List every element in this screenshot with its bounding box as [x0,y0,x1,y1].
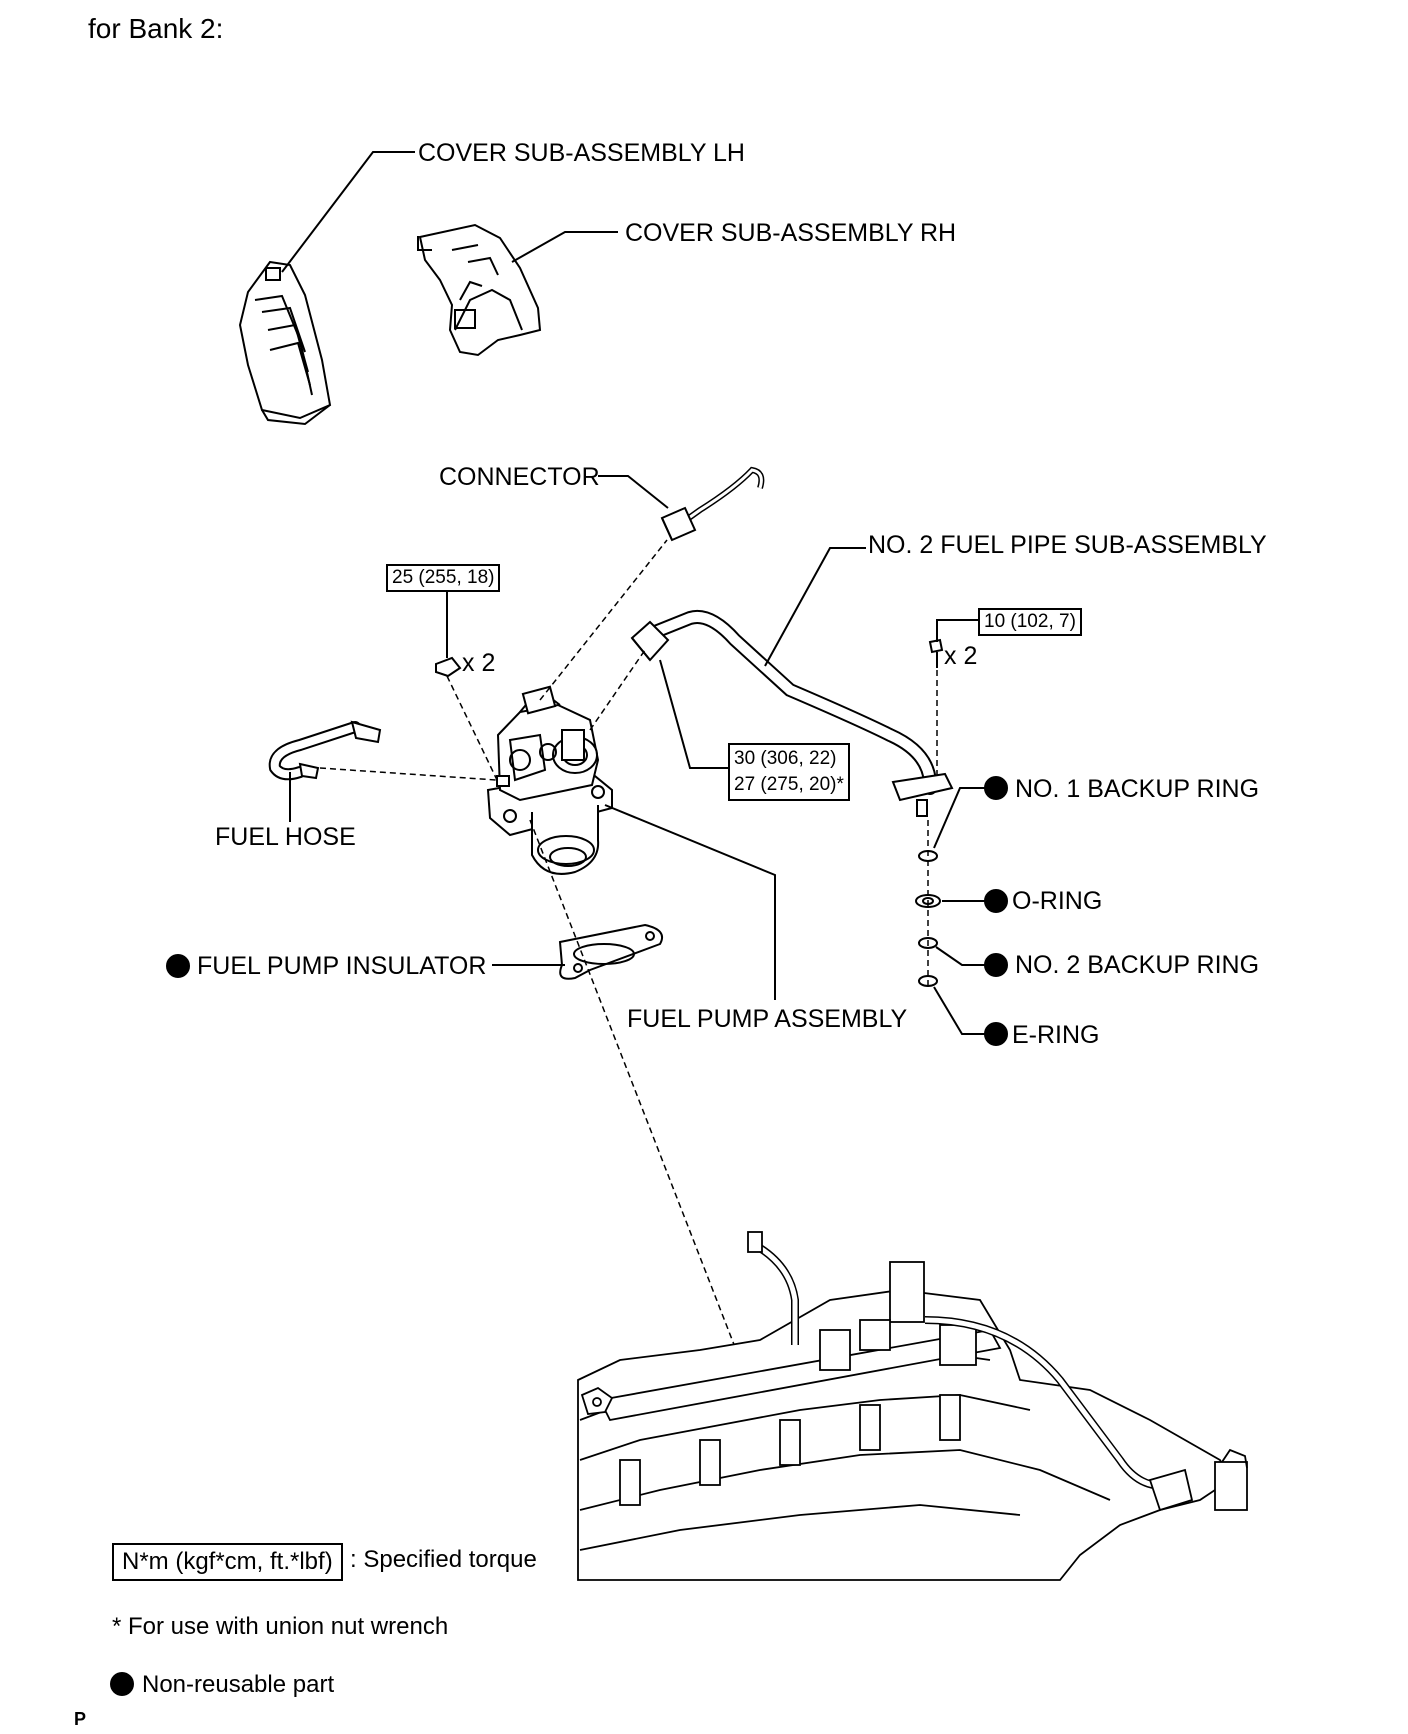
fuel-pipe-drawing [630,610,954,817]
pump-nut-drawing [435,656,462,678]
torque-pipe-bolt: 10 (102, 7) [978,608,1082,636]
leader-fuel-pipe [764,547,866,667]
cover-lh-drawing [238,260,332,426]
torque-union-nut: 30 (306, 22) 27 (275, 20)* [728,743,850,801]
label-backup-ring-1: NO. 1 BACKUP RING [1015,775,1260,803]
leader-pipe-bolt-torque [936,619,978,628]
label-fuel-pump-assembly: FUEL PUMP ASSEMBLY [627,1005,908,1033]
leader-connector [598,475,669,509]
engine-head-drawing [577,1231,1248,1581]
insulator-drawing [558,923,664,980]
leader-e-ring [933,986,985,1035]
legend-non-reusable-text: Non-reusable part [142,1671,335,1698]
label-connector: CONNECTOR [439,463,600,491]
leader-union-nut-torque [659,659,728,769]
fuel-pump-drawing [486,685,613,875]
torque-pump-nut: 25 (255, 18) [386,564,501,592]
legend-union-note: * For use with union nut wrench [112,1613,449,1640]
pump-nut-quantity: x 2 [462,649,496,677]
page-title: for Bank 2: [88,13,224,44]
label-backup-ring-2: NO. 2 BACKUP RING [1015,951,1260,979]
label-e-ring: E-RING [1012,1021,1100,1049]
leader-fuel-pump-assembly [604,804,776,1000]
leader-backup-ring-1 [933,787,985,849]
label-cover-rh: COVER SUB-ASSEMBLY RH [625,219,957,247]
torque-pipe-bolt-value: 10 (102, 7) [984,611,1076,632]
non-reusable-marker-o-ring [984,889,1008,913]
legend-torque-desc: : Specified torque [350,1546,537,1573]
torque-union-nut-value-1: 30 (306, 22) [734,748,837,769]
legend-torque-unit-box: N*m (kgf*cm, ft.*lbf) [112,1543,343,1581]
pipe-bolt-quantity: x 2 [944,642,978,670]
torque-union-nut-value-2: 27 (275, 20)* [734,774,844,795]
label-o-ring: O-RING [1012,887,1103,915]
corner-mark: P [74,1709,87,1729]
legend-non-reusable: Non-reusable part [110,1670,334,1700]
leader-backup-ring-2 [935,946,985,966]
non-reusable-marker-backup-ring-2 [984,953,1008,977]
filled-circle-icon [110,1672,134,1696]
torque-pump-nut-value: 25 (255, 18) [392,567,495,588]
label-cover-lh: COVER SUB-ASSEMBLY LH [418,139,745,167]
label-fuel-pump-insulator: FUEL PUMP INSULATOR [197,952,487,980]
leader-cover-rh [511,231,618,263]
label-fuel-pipe: NO. 2 FUEL PIPE SUB-ASSEMBLY [868,531,1267,559]
fuel-hose-drawing [268,720,382,781]
connector-drawing [660,466,765,542]
leader-cover-lh [281,151,415,273]
cover-rh-drawing [417,223,542,357]
non-reusable-marker-insulator [166,954,190,978]
non-reusable-marker-backup-ring-1 [984,776,1008,800]
pipe-bolt-drawing [928,628,944,668]
legend-torque-unit: N*m (kgf*cm, ft.*lbf) [122,1548,333,1575]
non-reusable-marker-e-ring [984,1022,1008,1046]
label-fuel-hose: FUEL HOSE [215,823,356,851]
